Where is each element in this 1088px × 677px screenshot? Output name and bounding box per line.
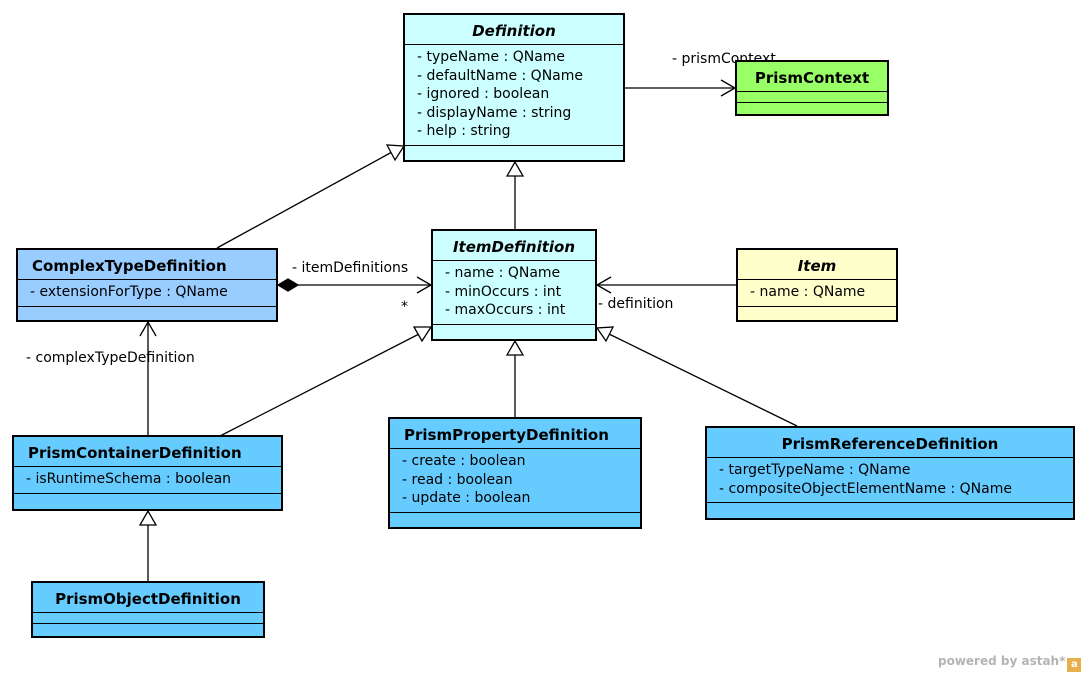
multiplicity-label: * (401, 299, 408, 315)
attributes-compartment: - typeName : QName - defaultName : QName… (405, 45, 623, 146)
role-label-complextypedefinition: - complexTypeDefinition (26, 350, 195, 366)
association-arrow (139, 320, 157, 337)
attribute: - typeName : QName (417, 49, 566, 65)
attribute: - displayName : string (417, 104, 572, 121)
attribute: - maxOccurs : int (445, 302, 566, 318)
class-name: PrismReferenceDefinition (707, 428, 1073, 458)
class-name: PrismObjectDefinition (33, 583, 263, 613)
attributes-compartment (33, 613, 263, 624)
operations-compartment (737, 103, 887, 114)
operations-compartment (390, 513, 640, 528)
role-label-definition: - definition (598, 296, 674, 312)
operations-compartment (707, 503, 1073, 518)
attribute: - compositeObjectElementName : QName (719, 480, 1012, 497)
class-definition[interactable]: Definition - typeName : QName - defaultN… (403, 13, 625, 162)
class-name: PrismPropertyDefinition (390, 419, 640, 449)
generalization-arrow (412, 326, 433, 343)
operations-compartment (18, 307, 276, 321)
attribute: - create : boolean (402, 453, 526, 469)
attributes-compartment: - targetTypeName : QName - compositeObje… (707, 458, 1073, 503)
role-label-itemdefinitions: - itemDefinitions (292, 260, 409, 276)
operations-compartment (433, 325, 595, 340)
attributes-compartment: - name : QName - minOccurs : int - maxOc… (433, 261, 595, 325)
operations-compartment (405, 146, 623, 161)
operations-compartment (33, 624, 263, 636)
attribute: - defaultName : QName (417, 67, 584, 84)
attribute: - help : string (417, 123, 511, 139)
generalization-arrow (138, 509, 158, 526)
attribute: - targetTypeName : QName (719, 462, 911, 478)
operations-compartment (738, 307, 896, 321)
edge-complextype-to-definition (216, 151, 393, 249)
attribute: - minOccurs : int (445, 283, 562, 300)
generalization-arrow (505, 339, 525, 356)
class-prismcontainerdefinition[interactable]: PrismContainerDefinition - isRuntimeSche… (12, 435, 283, 511)
attributes-compartment: - extensionForType : QName (18, 280, 276, 307)
association-arrow (595, 276, 612, 294)
class-name: PrismContainerDefinition (14, 437, 281, 467)
attribute: - name : QName (445, 265, 561, 281)
composition-diamond (276, 278, 300, 292)
attribute: - read : boolean (402, 471, 513, 488)
watermark-text: powered by astah* (938, 654, 1066, 668)
attribute: - update : boolean (402, 490, 531, 506)
class-itemdefinition[interactable]: ItemDefinition - name : QName - minOccur… (431, 229, 597, 341)
astah-logo-icon: a (1067, 658, 1082, 672)
class-name: Item (738, 250, 896, 280)
edge-container-to-itemdefinition (219, 333, 420, 437)
generalization-arrow (385, 144, 406, 162)
attributes-compartment: - create : boolean - read : boolean - up… (390, 449, 640, 513)
class-prismpropertydefinition[interactable]: PrismPropertyDefinition - create : boole… (388, 417, 642, 529)
attribute: - isRuntimeSchema : boolean (26, 471, 232, 487)
edge-reference-to-itemdefinition (608, 333, 798, 427)
class-name: Definition (405, 15, 623, 45)
attribute: - name : QName (750, 284, 866, 300)
attribute: - ignored : boolean (417, 86, 550, 102)
class-item[interactable]: Item - name : QName (736, 248, 898, 322)
class-complextypedefinition[interactable]: ComplexTypeDefinition - extensionForType… (16, 248, 278, 322)
operations-compartment (14, 494, 281, 510)
class-prismreferencedefinition[interactable]: PrismReferenceDefinition - targetTypeNam… (705, 426, 1075, 520)
astah-watermark: powered by astah*a (938, 654, 1082, 672)
attribute: - extensionForType : QName (30, 284, 228, 300)
class-prismcontext[interactable]: PrismContext (735, 60, 889, 116)
class-prismobjectdefinition[interactable]: PrismObjectDefinition (31, 581, 265, 638)
class-name: ItemDefinition (433, 231, 595, 261)
attributes-compartment: - name : QName (738, 280, 896, 307)
generalization-arrow (595, 326, 615, 343)
generalization-arrow (505, 160, 525, 177)
attributes-compartment (737, 92, 887, 103)
class-name: ComplexTypeDefinition (18, 250, 276, 280)
attributes-compartment: - isRuntimeSchema : boolean (14, 467, 281, 494)
class-name: PrismContext (737, 62, 887, 92)
